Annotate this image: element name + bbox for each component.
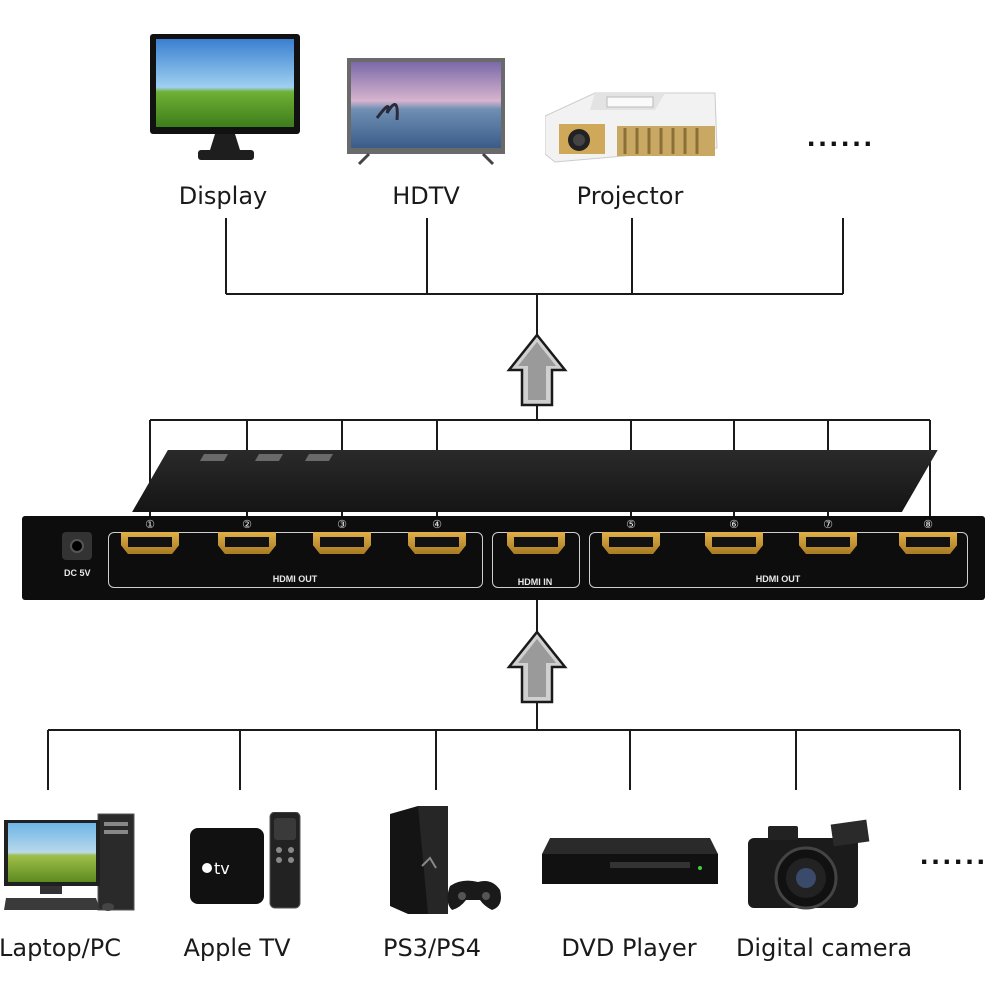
hdmi-port-icon bbox=[899, 532, 957, 554]
dvd-player-label: DVD Player bbox=[561, 934, 697, 962]
hdmi-port-icon bbox=[705, 532, 763, 554]
tv-icon bbox=[347, 58, 505, 166]
digital-camera-icon bbox=[748, 819, 870, 910]
hdmi-port-icon bbox=[602, 532, 660, 554]
dvd-player-icon bbox=[542, 838, 718, 884]
hdmi-port-icon bbox=[121, 532, 179, 554]
display-label: Display bbox=[178, 182, 268, 210]
projector-icon bbox=[545, 92, 718, 163]
ps3-ps4-label: PS3/PS4 bbox=[382, 934, 482, 962]
monitor-icon bbox=[150, 34, 300, 160]
apple-tv-icon: tv bbox=[190, 812, 301, 909]
port-number: ④ bbox=[432, 519, 442, 531]
hdtv-label: HDTV bbox=[392, 182, 460, 210]
more-inputs-ellipsis: ...... bbox=[919, 838, 989, 871]
dc-power-jack-icon bbox=[62, 532, 92, 560]
hdmi-port-icon bbox=[799, 532, 857, 554]
hdmi-out-label: HDMI OUT bbox=[755, 574, 801, 584]
hdmi-splitter: DC 5V ① ② ③ ④ ⑤ ⑥ ⑦ ⑧ HDMI OUT HDMI IN H… bbox=[22, 450, 987, 610]
hdmi-port-icon bbox=[218, 532, 276, 554]
digital-camera-label: Digital camera bbox=[735, 934, 913, 962]
splitter-front-panel: DC 5V ① ② ③ ④ ⑤ ⑥ ⑦ ⑧ HDMI OUT HDMI IN H… bbox=[22, 516, 985, 600]
hdmi-port-icon bbox=[408, 532, 466, 554]
port-number: ⑦ bbox=[823, 519, 833, 531]
arrow-up-icon bbox=[506, 629, 568, 704]
hdmi-out-label: HDMI OUT bbox=[272, 574, 318, 584]
port-number: ⑧ bbox=[923, 519, 933, 531]
apple-tv-label: Apple TV bbox=[183, 934, 291, 962]
playstation-icon bbox=[390, 806, 501, 914]
splitter-top bbox=[132, 450, 938, 512]
hdmi-out-group-right bbox=[589, 532, 968, 588]
hdmi-in-port-icon bbox=[507, 532, 565, 554]
dc-power-label: DC 5V bbox=[64, 568, 91, 578]
projector-label: Projector bbox=[576, 182, 684, 210]
hdmi-out-group-left bbox=[108, 532, 483, 588]
hdmi-in-label: HDMI IN bbox=[517, 577, 553, 587]
port-number: ⑤ bbox=[626, 519, 636, 531]
apple-tv-logo-text: tv bbox=[214, 859, 230, 878]
more-outputs-ellipsis: ...... bbox=[806, 120, 876, 153]
port-number: ① bbox=[145, 519, 155, 531]
hdmi-port-icon bbox=[313, 532, 371, 554]
arrow-up-icon bbox=[506, 332, 568, 407]
port-number: ② bbox=[242, 519, 252, 531]
laptop-pc-label: Laptop/PC bbox=[0, 934, 121, 962]
port-number: ⑥ bbox=[729, 519, 739, 531]
laptop-pc-icon bbox=[4, 813, 135, 911]
port-number: ③ bbox=[337, 519, 347, 531]
